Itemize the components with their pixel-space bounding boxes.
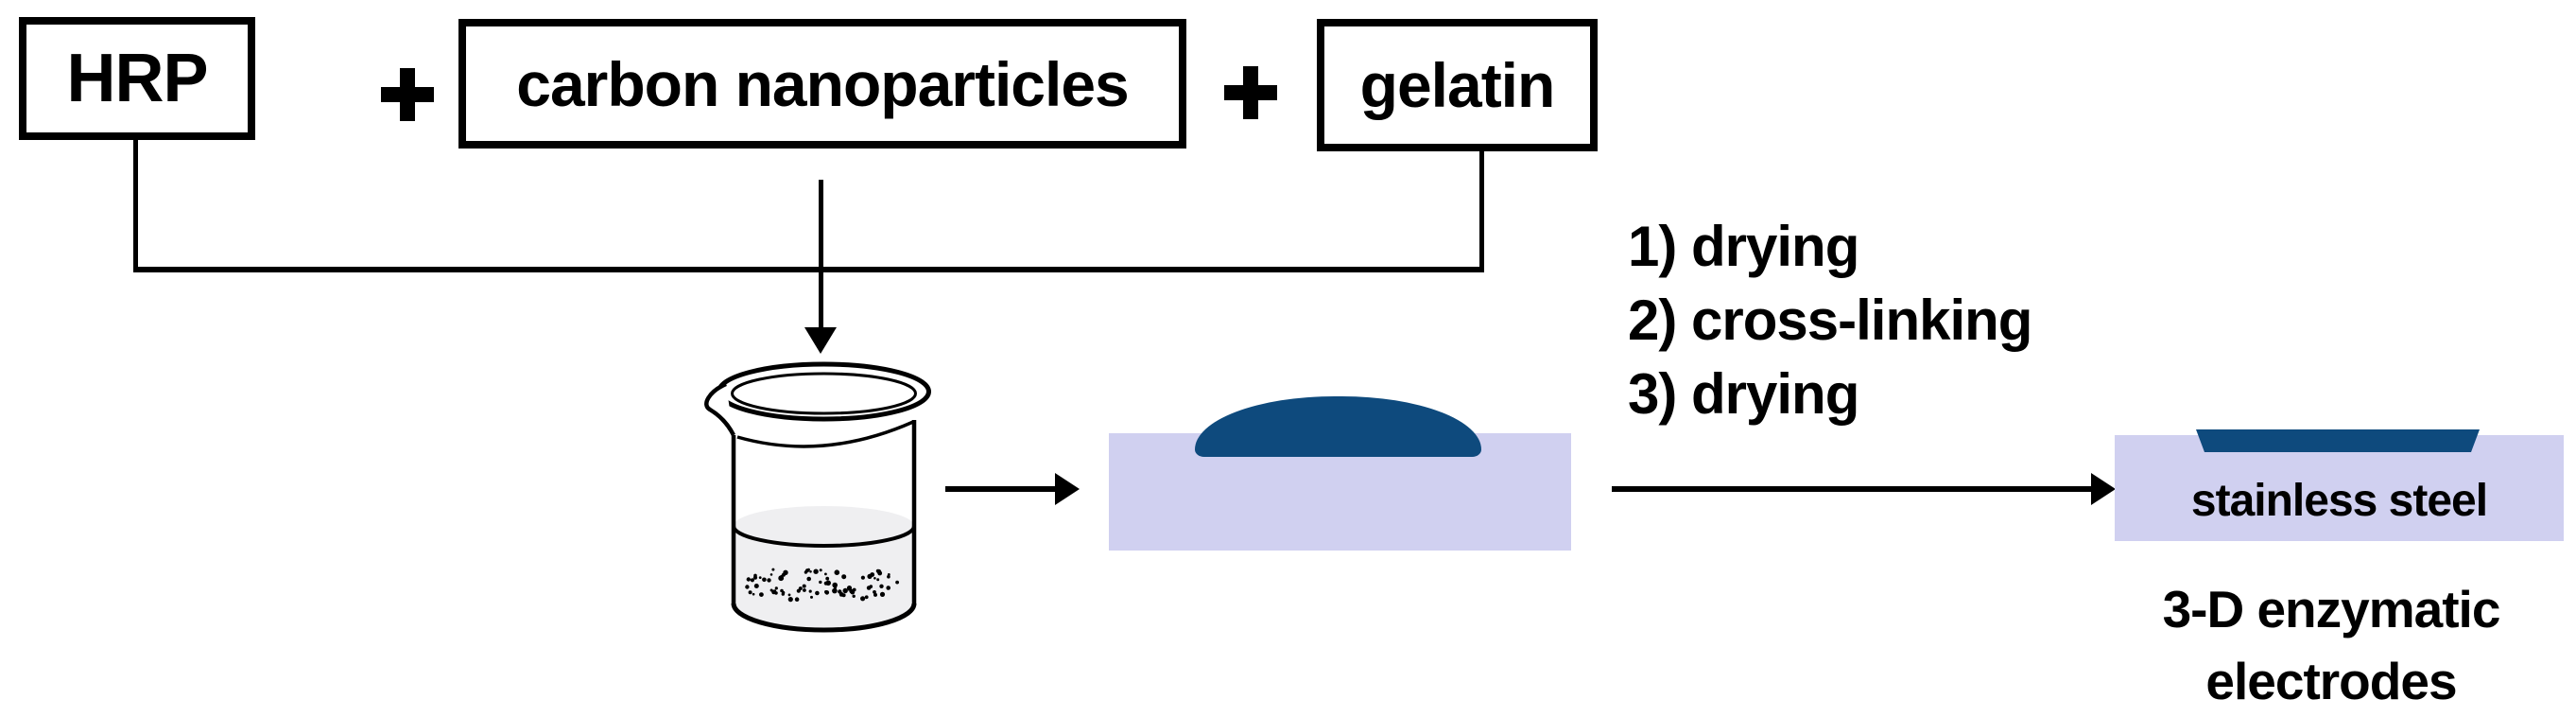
- nanoparticle-dot: [879, 584, 884, 588]
- process-step-3: 3) drying: [1628, 362, 1859, 426]
- nanoparticle-dot: [877, 570, 883, 576]
- nanoparticle-dot: [794, 597, 800, 602]
- beaker-icon: [704, 361, 931, 633]
- material-label-carbon-nanoparticles: carbon nanoparticles: [516, 48, 1130, 119]
- nanoparticle-dot: [819, 580, 822, 585]
- result-line-1: 3-D enzymatic: [2162, 580, 2501, 638]
- nanoparticle-dot: [771, 568, 775, 571]
- result-line-2: electrodes: [2205, 652, 2457, 710]
- nanoparticle-dot: [860, 596, 866, 602]
- connector-line-gelatin: [1479, 149, 1484, 271]
- nanoparticle-dot: [767, 578, 771, 583]
- arrow-right-line-long: [1612, 486, 2091, 492]
- nanoparticle-dot: [876, 578, 880, 582]
- material-label-gelatin: gelatin: [1359, 50, 1556, 120]
- nanoparticle-dot: [873, 592, 877, 597]
- nanoparticle-dot: [887, 573, 890, 576]
- beaker-neck-line: [736, 420, 914, 448]
- process-steps: 1) drying 2) cross-linking 3) drying: [1628, 210, 2032, 431]
- result-caption: 3-D enzymatic electrodes: [2114, 573, 2549, 717]
- substrate-label: stainless steel: [2190, 476, 2488, 526]
- nanoparticle-dot: [841, 574, 847, 580]
- material-label-hrp: HRP: [66, 41, 208, 116]
- nanoparticle-dot: [815, 590, 820, 596]
- nanoparticle-dot: [823, 581, 828, 586]
- nanoparticle-dot: [813, 568, 819, 574]
- connector-line-horizontal: [133, 267, 1484, 272]
- nanoparticle-dot: [806, 576, 811, 582]
- nanoparticle-dot: [869, 585, 873, 588]
- nanoparticle-dot: [752, 592, 755, 596]
- nanoparticle-dot: [841, 593, 846, 598]
- nanoparticle-dot: [787, 593, 791, 597]
- nanoparticle-dot: [860, 575, 865, 580]
- nanoparticle-dot: [753, 584, 759, 588]
- liquid-surface-line: [732, 525, 916, 548]
- arrow-down-icon: [804, 327, 837, 354]
- nanoparticle-dot: [873, 590, 876, 594]
- nanoparticle-dot: [745, 585, 750, 589]
- nanoparticle-dot: [895, 580, 899, 585]
- nanoparticle-dot: [804, 570, 808, 574]
- nanoparticle-dot: [873, 577, 876, 580]
- nanoparticle-speckles: [745, 568, 899, 603]
- arrow-right-line: [945, 486, 1055, 492]
- material-box-carbon-nanoparticles: carbon nanoparticles: [458, 19, 1186, 149]
- material-box-gelatin: gelatin: [1317, 19, 1598, 151]
- process-step-2: 2) cross-linking: [1628, 289, 2032, 352]
- nanoparticle-dot: [748, 590, 752, 595]
- arrow-right-icon: [1055, 473, 1080, 505]
- nanoparticle-dot: [847, 588, 851, 591]
- beaker-bottom: [731, 603, 917, 633]
- nanoparticle-dot: [758, 576, 762, 579]
- nanoparticle-dot: [834, 569, 840, 575]
- arrow-down-line: [819, 180, 823, 329]
- beaker-liquid: [734, 506, 914, 630]
- dried-film-icon: [2196, 429, 2480, 452]
- nanoparticle-dot: [771, 589, 776, 595]
- nanoparticle-dot: [886, 586, 890, 590]
- nanoparticle-dot: [870, 572, 875, 577]
- nanoparticle-dot: [842, 587, 848, 594]
- cast-drop-icon: [1195, 396, 1481, 457]
- nanoparticle-dot: [759, 592, 764, 597]
- nanoparticle-dot: [781, 590, 786, 595]
- coated-substrate: [1109, 396, 1571, 551]
- arrow-right-icon: [2091, 473, 2116, 505]
- nanoparticle-dot: [864, 595, 869, 600]
- stainless-steel-substrate: stainless steel: [2115, 429, 2564, 541]
- plus-icon: [381, 68, 434, 121]
- beaker-spout: [704, 381, 736, 437]
- process-step-1: 1) drying: [1628, 215, 1859, 278]
- nanoparticle-dot: [781, 572, 786, 577]
- nanoparticle-dot: [803, 588, 806, 592]
- nanoparticle-dot: [796, 588, 801, 593]
- nanoparticle-dot: [787, 597, 793, 603]
- nanoparticle-dot: [802, 584, 806, 588]
- nanoparticle-dot: [832, 587, 838, 594]
- nanoparticle-dot: [824, 590, 828, 594]
- nanoparticle-dot: [887, 574, 890, 579]
- nanoparticle-dot: [753, 573, 757, 578]
- connector-line-hrp: [133, 140, 138, 271]
- plus-icon: [1224, 66, 1277, 119]
- nanoparticle-dot: [809, 570, 812, 573]
- nanoparticle-dot: [808, 589, 812, 593]
- nanoparticle-dot: [852, 594, 856, 598]
- material-box-hrp: HRP: [19, 17, 255, 140]
- nanoparticle-dot: [825, 576, 830, 581]
- nanoparticle-dot: [824, 572, 827, 576]
- beaker-rim-inner: [731, 372, 917, 415]
- nanoparticle-dot: [750, 578, 754, 583]
- nanoparticle-dot: [774, 586, 778, 590]
- nanoparticle-dot: [819, 568, 822, 572]
- nanoparticle-dot: [746, 577, 751, 582]
- nanoparticle-dot: [807, 568, 810, 571]
- nanoparticle-dot: [879, 591, 886, 597]
- nanoparticle-dot: [810, 595, 813, 599]
- nanoparticle-dot: [769, 573, 773, 576]
- nanoparticle-dot: [762, 577, 767, 583]
